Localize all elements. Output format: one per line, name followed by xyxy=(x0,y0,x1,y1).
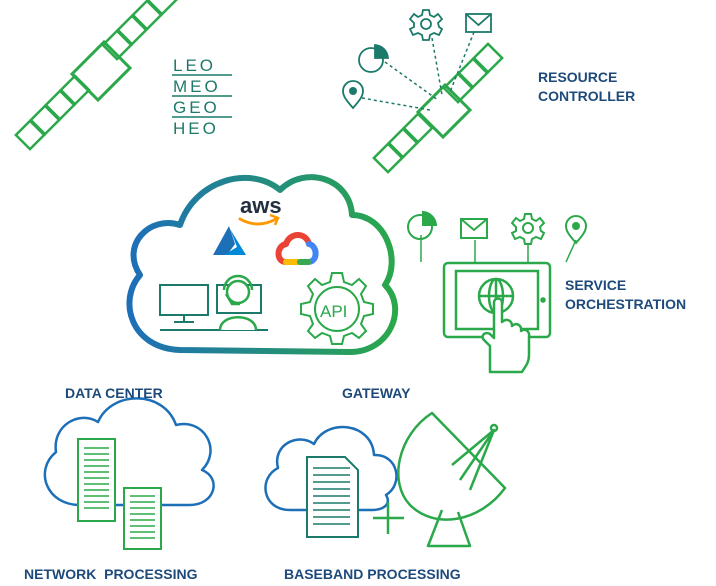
orchestration-links xyxy=(420,235,577,263)
network-processing-cloud xyxy=(43,397,215,507)
orchestration-mail-icon xyxy=(460,218,488,239)
aws-smile-icon xyxy=(238,217,278,226)
orbit-list: LEO MEO GEO HEO xyxy=(172,56,232,138)
orchestration-gear-icon xyxy=(511,213,545,245)
resource-controller-label-line1: RESOURCE xyxy=(538,69,618,85)
orbit-geo: GEO xyxy=(173,98,220,117)
network-processing-label: NETWORK PROCESSING xyxy=(24,566,198,582)
baseband-cloud xyxy=(264,425,398,512)
orbit-meo: MEO xyxy=(173,77,221,96)
mail-icon xyxy=(465,13,492,33)
gateway-label: GATEWAY xyxy=(342,385,411,401)
orchestration-pie-chart-icon xyxy=(407,210,438,240)
hand-pointer-icon xyxy=(481,297,531,374)
service-orchestration-label: SERVICE ORCHESTRATION xyxy=(565,276,686,314)
orbit-leo: LEO xyxy=(173,56,216,75)
orbit-heo: HEO xyxy=(173,119,219,138)
pie-chart-icon xyxy=(358,44,389,73)
resource-controller-links xyxy=(361,31,475,111)
location-pin-icon xyxy=(342,80,364,110)
resource-controller-satellite-icon xyxy=(372,42,504,174)
server-rack-icon xyxy=(123,487,162,550)
resource-controller-label: RESOURCE CONTROLLER xyxy=(538,68,635,106)
document-server-icon xyxy=(306,456,359,538)
resource-controller-label-line2: CONTROLLER xyxy=(538,88,636,104)
data-center-cloud xyxy=(126,174,399,355)
service-orchestration-label-line1: SERVICE xyxy=(565,277,627,293)
data-center-label: DATA CENTER xyxy=(65,385,163,401)
azure-logo-icon xyxy=(213,226,246,255)
google-cloud-logo-icon xyxy=(275,232,319,265)
server-rack-icon xyxy=(77,438,116,522)
plus-icon xyxy=(373,502,404,534)
service-orchestration-label-line2: ORCHESTRATION xyxy=(565,296,687,312)
gear-icon xyxy=(409,9,443,41)
orchestration-location-pin-icon xyxy=(564,215,588,245)
satellite-dish-icon xyxy=(397,411,507,548)
headset-agent-icon xyxy=(216,274,262,331)
aws-arrow-icon xyxy=(269,213,280,226)
api-label: API xyxy=(320,302,347,321)
baseband-processing-label: BASEBAND PROCESSING xyxy=(284,566,461,582)
api-gear-icon xyxy=(300,272,374,345)
satellite-icon xyxy=(14,0,178,151)
aws-logo: aws xyxy=(240,193,282,218)
